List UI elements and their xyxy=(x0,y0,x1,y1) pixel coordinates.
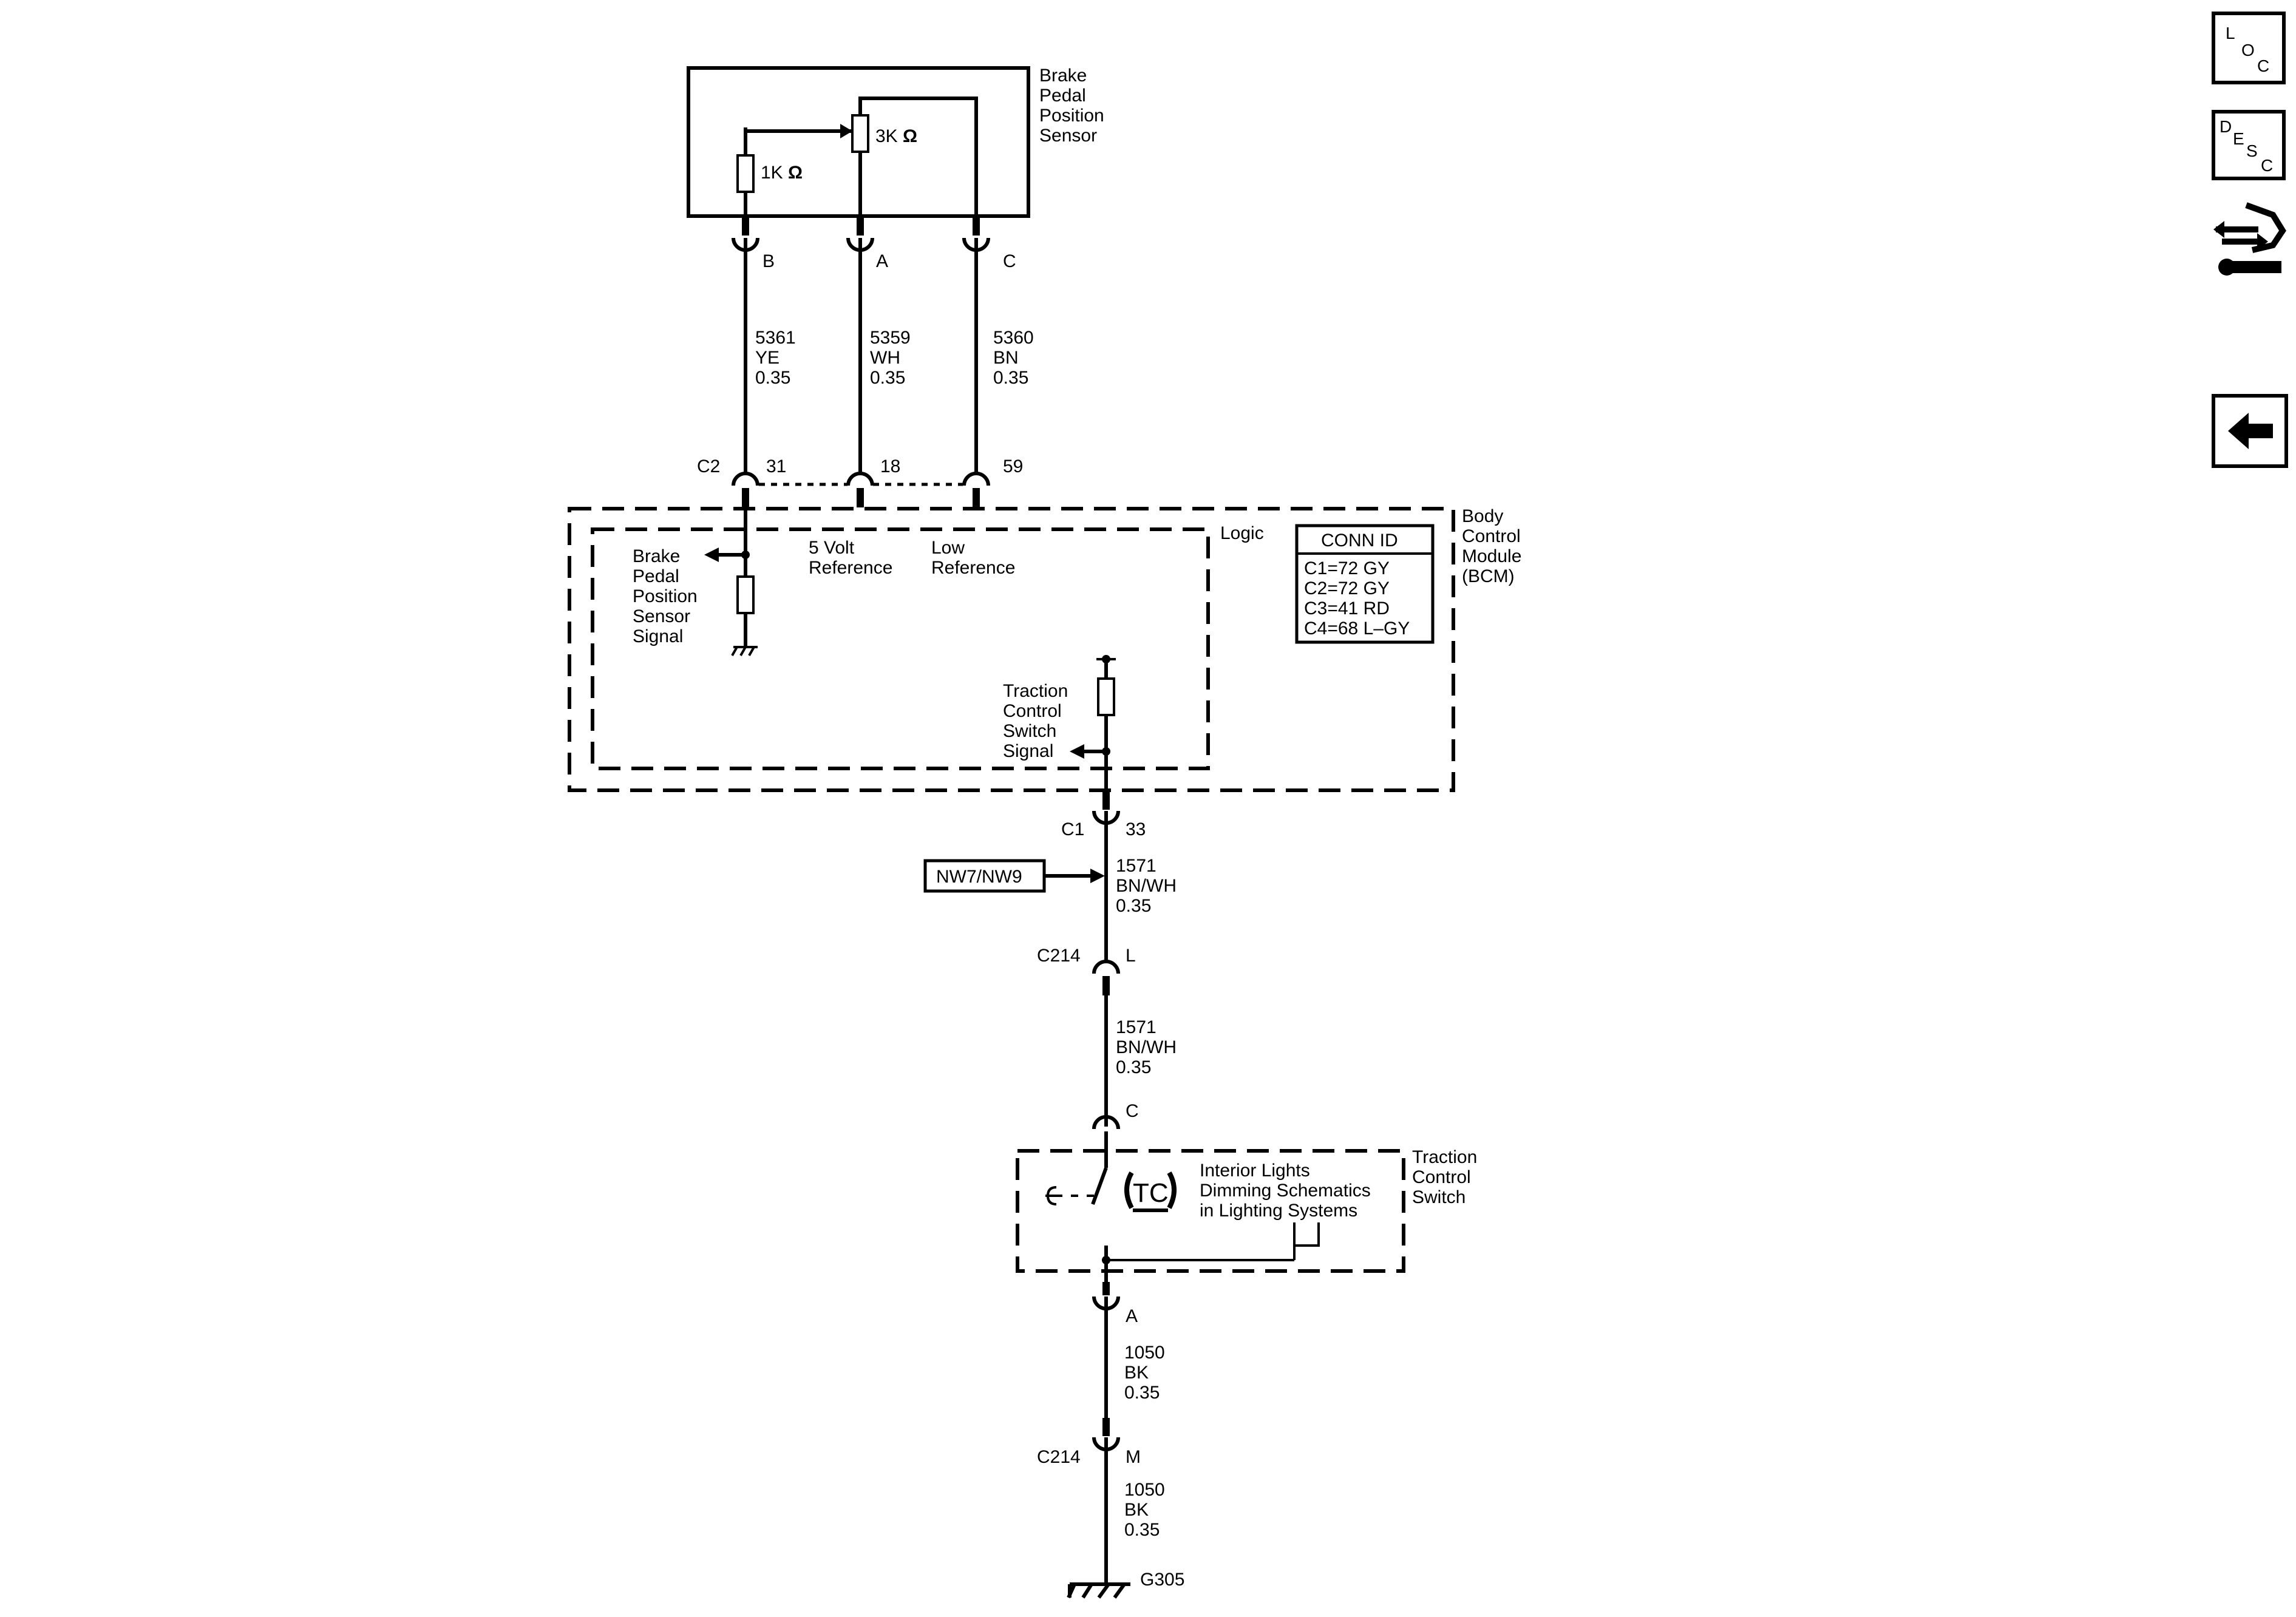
loc-button[interactable]: L O C xyxy=(2212,12,2286,84)
svg-text:1050 BK 0.35: 1050 BK 0.35 xyxy=(1124,1480,1170,1540)
svg-text:33: 33 xyxy=(1126,819,1146,839)
svg-text:18: 18 xyxy=(880,456,900,476)
brake-pedal-position-sensor: 1K Ω 3K Ω Brake Pedal Position Sensor B … xyxy=(687,66,1109,271)
svg-text:NW7/NW9: NW7/NW9 xyxy=(936,867,1022,887)
wire-5360: 5360 BN 0.35 xyxy=(974,238,1039,475)
sensor-title: Brake Pedal Position Sensor xyxy=(1039,66,1109,146)
sensor-pin-c: C xyxy=(962,216,1016,271)
conn-id-table: CONN ID C1=72 GY C2=72 GY C3=41 RD C4=68… xyxy=(1295,524,1435,644)
wiper-arrow xyxy=(840,124,852,138)
connector-c2: C2 31 18 59 xyxy=(697,456,1023,507)
connector-c214-m: C214 M xyxy=(1037,1418,1141,1467)
ground-label: G305 xyxy=(1140,1570,1184,1590)
svg-text:C1: C1 xyxy=(1061,819,1084,839)
c2-label: C2 xyxy=(697,456,720,476)
svg-text:C3=41 RD: C3=41 RD xyxy=(1304,598,1390,619)
dimming-note: Interior Lights Dimming Schematics in Li… xyxy=(1200,1161,1376,1221)
conn-id-header: CONN ID xyxy=(1321,531,1398,551)
back-arrow-button[interactable] xyxy=(2212,394,2288,468)
sensor-pin-a: A xyxy=(846,216,888,271)
svg-text:A: A xyxy=(876,251,888,271)
svg-text:L: L xyxy=(1126,946,1136,966)
svg-text:5359 WH 0.35: 5359 WH 0.35 xyxy=(870,328,915,388)
svg-text:C1=72 GY: C1=72 GY xyxy=(1304,558,1390,578)
connector-c1: C1 33 xyxy=(1061,789,1146,839)
svg-text:O: O xyxy=(2241,41,2255,59)
desc-button[interactable]: D E S C xyxy=(2212,110,2286,180)
five-volt-ref-label: 5 Volt Reference xyxy=(809,538,892,578)
tcs-signal-label: Traction Control Switch Signal xyxy=(1003,681,1073,761)
logic-outline xyxy=(591,527,1210,770)
svg-text:S: S xyxy=(2246,141,2258,160)
svg-text:C2=72 GY: C2=72 GY xyxy=(1304,578,1390,598)
svg-text:1050 BK 0.35: 1050 BK 0.35 xyxy=(1124,1343,1170,1403)
wire-1571-lower: 1571 BN/WH 0.35 xyxy=(1104,995,1181,1127)
logic-label: Logic xyxy=(1220,523,1264,543)
wire-5361: 5361 YE 0.35 xyxy=(744,238,801,475)
wire-1050-upper: 1050 BK 0.35 xyxy=(1104,1297,1170,1420)
svg-text:M: M xyxy=(1126,1447,1141,1467)
svg-text:5361 YE 0.35: 5361 YE 0.35 xyxy=(755,328,801,388)
svg-text:C: C xyxy=(1003,251,1016,271)
wire-5359: 5359 WH 0.35 xyxy=(858,238,915,475)
body-control-module: Logic Body Control Module (BCM) Brake Pe… xyxy=(568,506,1527,792)
svg-text:C214: C214 xyxy=(1037,946,1081,966)
svg-text:TC: TC xyxy=(1133,1178,1169,1208)
chassis-ground-icon xyxy=(731,646,758,656)
traction-control-switch: C Traction Control Switch TC Interior Li… xyxy=(1016,1101,1483,1326)
tc-indicator-icon: TC xyxy=(1124,1171,1177,1212)
connector-repair-icon[interactable] xyxy=(2213,202,2286,276)
svg-text:C214: C214 xyxy=(1037,1447,1081,1467)
connector-c214-l: C214 L xyxy=(1037,946,1136,995)
sensor-pin-b: B xyxy=(732,216,775,271)
bcm-outline xyxy=(568,507,1455,792)
resistor-3k xyxy=(851,114,869,153)
tcs-pin-c: C xyxy=(1126,1101,1139,1121)
svg-text:E: E xyxy=(2233,129,2244,148)
ground-g305-icon: G305 xyxy=(1067,1570,1184,1599)
svg-text:C: C xyxy=(2261,156,2273,175)
low-ref-label: Low Reference xyxy=(931,538,1015,578)
option-box-nw7-nw9: NW7/NW9 xyxy=(923,859,1105,893)
wire-1571-upper: 1571 BN/WH 0.35 xyxy=(1104,811,1181,963)
pulldown-resistor xyxy=(736,575,755,614)
resistor-1k xyxy=(736,154,755,193)
svg-text:B: B xyxy=(763,251,775,271)
r2-label: 3K Ω xyxy=(875,126,917,146)
back-arrow-icon xyxy=(2228,413,2273,449)
bpps-signal-label: Brake Pedal Position Sensor Signal xyxy=(633,546,702,646)
svg-text:C4=68 L–GY: C4=68 L–GY xyxy=(1304,619,1410,639)
tcs-pin-a: A xyxy=(1126,1306,1138,1326)
switch-blade xyxy=(1091,1167,1108,1205)
svg-text:1571 BN/WH 0.35: 1571 BN/WH 0.35 xyxy=(1116,856,1181,916)
pullup-resistor xyxy=(1097,677,1115,716)
svg-text:L: L xyxy=(2226,24,2235,42)
tcs-outline xyxy=(1016,1149,1405,1273)
svg-text:5360 BN 0.35: 5360 BN 0.35 xyxy=(993,328,1039,388)
svg-text:C: C xyxy=(2257,56,2269,75)
bcm-title: Body Control Module (BCM) xyxy=(1462,506,1527,586)
tcs-title: Traction Control Switch xyxy=(1412,1147,1483,1207)
wire-1050-lower: 1050 BK 0.35 xyxy=(1104,1437,1170,1584)
svg-text:31: 31 xyxy=(766,456,786,476)
svg-text:D: D xyxy=(2220,117,2232,136)
r1-label: 1K Ω xyxy=(761,163,803,183)
svg-text:1571 BN/WH 0.35: 1571 BN/WH 0.35 xyxy=(1116,1017,1181,1077)
svg-text:59: 59 xyxy=(1003,456,1023,476)
